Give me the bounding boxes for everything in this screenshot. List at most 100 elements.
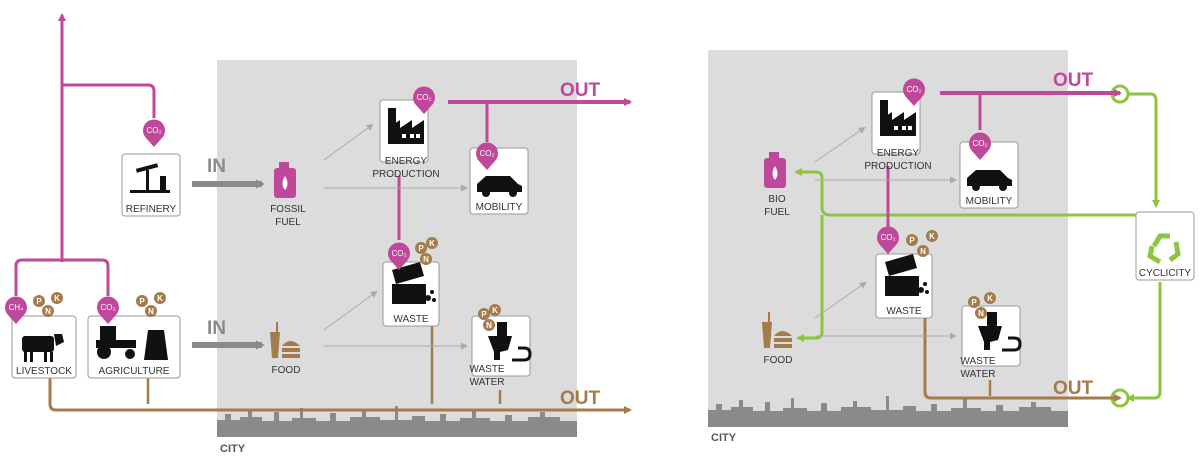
svg-text:K: K	[429, 239, 435, 248]
node-label-biofuel-line2: FUEL	[764, 207, 790, 218]
svg-text:K: K	[157, 294, 163, 303]
node-label-wastewater-line2: WATER	[470, 377, 505, 388]
in-label-top: IN	[207, 156, 226, 177]
sack-icon	[144, 330, 168, 360]
node-label-energy-line2: PRODUCTION	[372, 169, 439, 180]
food-flows-left	[48, 326, 632, 414]
node-waste-water-right: WASTE WATER	[960, 305, 1022, 380]
out-label-bottom-right: OUT	[1053, 378, 1094, 399]
city-label-left: CITY	[220, 443, 246, 455]
svg-text:K: K	[54, 294, 60, 303]
nutrient-markers-wastewater-right: P K N	[968, 292, 996, 319]
co2-flows-right	[886, 89, 1122, 232]
toilet-icon	[978, 312, 1022, 352]
nutrient-markers-waste: P K N	[415, 237, 438, 265]
svg-text:CO₂: CO₂	[100, 303, 115, 312]
node-label-energy-right-line1: ENERGY	[877, 148, 920, 159]
svg-text:K: K	[492, 306, 498, 315]
car-icon	[477, 176, 522, 197]
node-mobility-right: MOBILITY	[959, 141, 1019, 209]
ch4-pin: CH₄	[5, 296, 27, 324]
svg-text:K: K	[987, 294, 993, 303]
co2-pin: CO₂	[96, 296, 120, 324]
node-agriculture: AGRICULTURE	[87, 315, 181, 379]
svg-text:CO₂: CO₂	[146, 126, 161, 135]
cyclicity-nodes-out	[1110, 84, 1130, 408]
node-label-refinery: REFINERY	[126, 204, 177, 215]
node-label-energy-line1: ENERGY	[385, 156, 428, 167]
co2-pin: CO₂	[903, 78, 925, 106]
node-bio-fuel: BIO FUEL	[764, 152, 790, 218]
svg-text:CO₂: CO₂	[479, 149, 494, 158]
right-diagram: CITY OUT OUT	[708, 50, 1195, 444]
node-cyclicity: CYCLICITY	[1135, 211, 1195, 281]
svg-text:P: P	[36, 297, 42, 306]
out-label-top-right: OUT	[1053, 70, 1094, 91]
svg-text:CO₂: CO₂	[391, 249, 406, 258]
node-waste-right: WASTE	[875, 253, 933, 319]
svg-text:P: P	[971, 298, 977, 307]
out-label-bottom: OUT	[560, 388, 601, 409]
svg-text:CO₂: CO₂	[880, 233, 895, 242]
svg-text:P: P	[909, 236, 915, 245]
node-label-food-right: FOOD	[764, 355, 793, 366]
burger-drink-icon	[762, 312, 792, 348]
node-label-mobility: MOBILITY	[476, 202, 523, 213]
fuel-can-icon	[274, 162, 296, 198]
node-label-livestock: LIVESTOCK	[16, 366, 72, 377]
car-icon	[967, 170, 1012, 191]
svg-text:N: N	[486, 321, 492, 330]
node-fossil-fuel: FOSSIL FUEL	[270, 162, 306, 228]
svg-text:P: P	[139, 297, 145, 306]
node-label-mobility-right: MOBILITY	[966, 196, 1013, 207]
nutrient-markers-agriculture: P K N	[136, 292, 166, 317]
node-label-biofuel-line1: BIO	[768, 194, 785, 205]
node-label-fossil-line1: FOSSIL	[270, 204, 306, 215]
factory-icon	[880, 100, 916, 136]
node-label-wastewater-right-line1: WASTE	[960, 356, 996, 367]
node-label-energy-right-line2: PRODUCTION	[864, 161, 931, 172]
svg-text:P: P	[418, 244, 424, 253]
burger-drink-icon	[270, 322, 300, 358]
svg-text:N: N	[978, 309, 984, 318]
node-label-waste-right: WASTE	[886, 306, 922, 317]
city-skyline-right	[708, 396, 1068, 427]
city-skyline-left	[217, 406, 577, 437]
refinery-pump-icon	[130, 163, 170, 193]
food-flows-right	[923, 318, 1122, 402]
co2-pin: CO₂	[413, 86, 436, 114]
factory-icon	[388, 108, 424, 144]
co2-pin: CO₂	[969, 132, 991, 160]
nutrient-markers-livestock: P K N	[33, 292, 63, 317]
node-food-right: FOOD	[762, 312, 792, 366]
node-label-fossil-line2: FUEL	[275, 217, 301, 228]
node-waste-water: WASTE WATER	[469, 315, 532, 388]
city-label-right: CITY	[711, 432, 737, 444]
co2-pin: CO₂	[388, 242, 410, 270]
internal-flows-left	[323, 123, 468, 350]
svg-text:N: N	[148, 307, 154, 316]
node-label-wastewater-right-line2: WATER	[961, 369, 996, 380]
node-label-agriculture: AGRICULTURE	[99, 366, 170, 377]
svg-text:CO₂: CO₂	[972, 139, 987, 148]
fuel-can-icon	[764, 152, 786, 188]
svg-text:P: P	[481, 310, 487, 319]
node-label-wastewater-line1: WASTE	[469, 364, 505, 375]
svg-text:N: N	[920, 247, 926, 256]
co2-flows-left	[14, 13, 632, 296]
node-label-food-left: FOOD	[272, 365, 301, 376]
svg-text:CO₂: CO₂	[906, 85, 921, 94]
co2-pin: CO₂	[143, 119, 165, 147]
left-diagram: CITY IN IN OUT OUT	[5, 13, 632, 455]
svg-text:CH₄: CH₄	[9, 303, 24, 312]
node-waste: WASTE	[382, 261, 440, 327]
node-energy-production: ENERGY PRODUCTION	[372, 99, 440, 180]
node-livestock: LIVESTOCK	[11, 315, 77, 379]
node-label-waste: WASTE	[393, 314, 429, 325]
internal-flows-right	[814, 126, 957, 340]
co2-pin: CO₂	[877, 226, 899, 254]
dump-truck-icon	[392, 262, 436, 304]
toilet-icon	[488, 322, 532, 362]
out-label-top: OUT	[560, 80, 601, 101]
